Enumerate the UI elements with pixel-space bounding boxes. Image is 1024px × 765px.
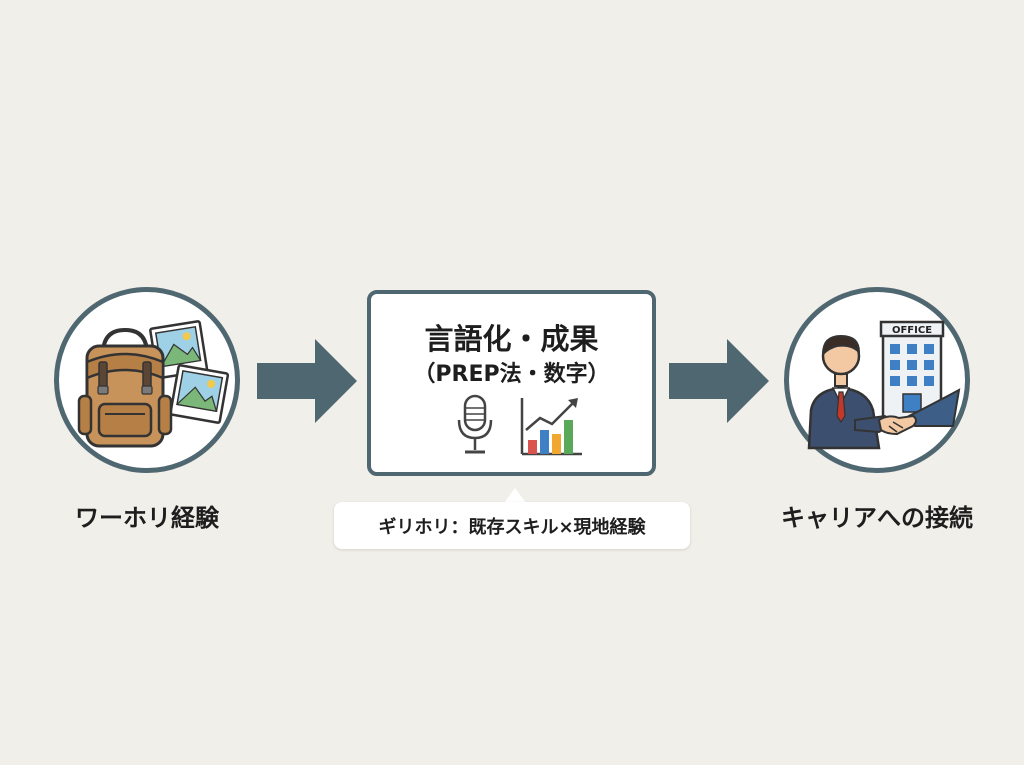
office-sign-text: OFFICE bbox=[892, 325, 932, 336]
arrow-right-icon bbox=[257, 339, 357, 423]
office-handshake-icon: OFFICE bbox=[807, 320, 961, 450]
right-node-circle: OFFICE bbox=[784, 287, 970, 473]
callout-pointer bbox=[504, 488, 526, 503]
microphone-icon bbox=[457, 394, 493, 454]
callout-text: ギリホリ：既存スキル×現地経験 bbox=[378, 517, 646, 538]
callout-box: ギリホリ：既存スキル×現地経験 bbox=[334, 502, 690, 549]
backpack-with-photos-icon bbox=[77, 320, 230, 448]
arrow-right-icon bbox=[669, 339, 769, 423]
left-node-label: ワーホリ経験 bbox=[75, 504, 219, 532]
process-box: 言語化・成果 （PREP法・数字） bbox=[367, 290, 656, 476]
bar-chart-icon bbox=[520, 398, 582, 456]
right-node-label: キャリアへの接続 bbox=[781, 504, 973, 532]
process-subtitle: （PREP法・数字） bbox=[413, 362, 610, 387]
process-title: 言語化・成果 bbox=[424, 322, 599, 356]
left-node-circle bbox=[54, 287, 240, 473]
